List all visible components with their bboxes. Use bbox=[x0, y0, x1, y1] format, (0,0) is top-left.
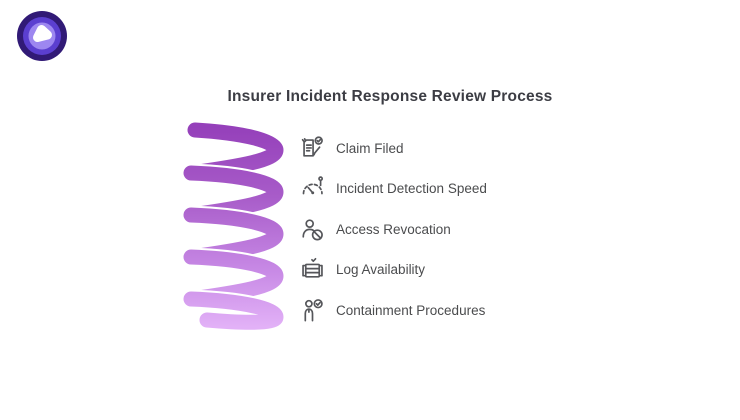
speedometer-icon bbox=[299, 175, 326, 202]
spiral-coil-graphic bbox=[181, 120, 286, 331]
step-label: Claim Filed bbox=[336, 140, 404, 156]
page-title: Insurer Incident Response Review Process bbox=[227, 88, 553, 105]
process-step-claim-filed: Claim Filed bbox=[299, 132, 487, 164]
brand-logo bbox=[17, 11, 67, 61]
process-step-log-availability: Log Availability bbox=[299, 254, 487, 286]
coil-loop-5 bbox=[181, 289, 286, 331]
process-step-access-revocation: Access Revocation bbox=[299, 213, 487, 245]
step-label: Incident Detection Speed bbox=[336, 181, 487, 196]
person-check-icon bbox=[299, 297, 326, 324]
process-step-containment-procedures: Containment Procedures bbox=[299, 294, 487, 326]
process-step-incident-detection-speed: Incident Detection Speed bbox=[299, 173, 487, 205]
log-crate-check-icon bbox=[299, 256, 326, 283]
user-blocked-icon bbox=[299, 216, 326, 243]
step-label: Access Revocation bbox=[336, 221, 451, 237]
process-step-list: Claim Filed Incident Detection Speed bbox=[299, 132, 487, 335]
step-label: Containment Procedures bbox=[336, 302, 486, 318]
step-label: Log Availability bbox=[336, 262, 426, 277]
claim-document-icon bbox=[299, 135, 326, 162]
logo-core-shape bbox=[33, 25, 52, 42]
